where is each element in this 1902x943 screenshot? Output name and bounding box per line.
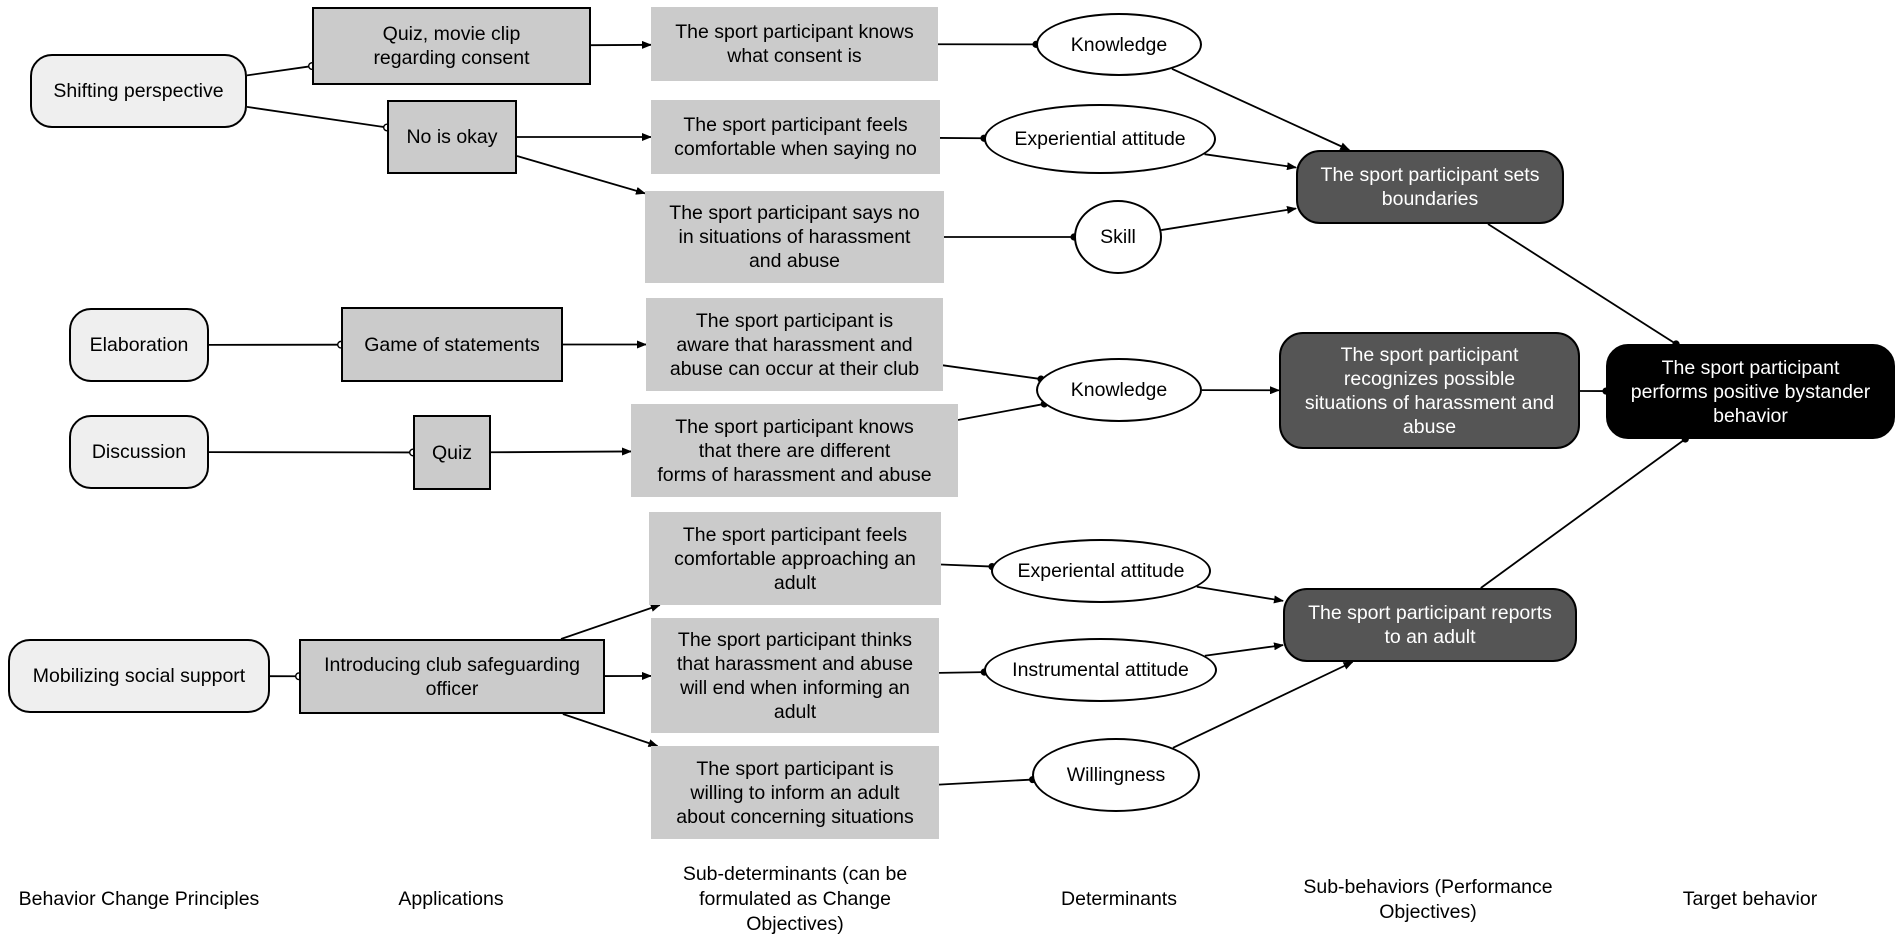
determinant-label: Knowledge: [1070, 379, 1168, 401]
application-no-is-okay: No is okay: [387, 100, 517, 174]
principle-mobilizing-social-support: Mobilizing social support: [8, 639, 270, 713]
sub-determinant-aware-at-club: The sport participant is aware that hara…: [646, 298, 943, 391]
sub-determinant-label: The sport participant thinks that harass…: [676, 628, 914, 723]
column-header-principles: Behavior Change Principles: [18, 888, 260, 910]
sub-determinant-label: The sport participant feels comfortable …: [674, 523, 916, 594]
determinant-label: Instrumental attitude: [1012, 659, 1189, 681]
connector-arrow-25: [1196, 585, 1284, 604]
column-header-sub-determinants: Sub-determinants (can be formulated as C…: [682, 863, 908, 935]
application-label: Introducing club safeguarding officer: [324, 653, 580, 700]
connector-arrow-21: [1171, 67, 1351, 151]
determinant-willingness: Willingness: [1032, 738, 1200, 812]
principle-label: Discussion: [91, 441, 187, 463]
connector-circle-1: [246, 106, 391, 132]
sub-behavior-recognizes-situations: The sport participant recognizes possibl…: [1279, 332, 1580, 449]
column-header-target: Target behavior: [1682, 888, 1818, 910]
connector-dot-18: [940, 562, 996, 571]
sub-determinant-willing-to-inform: The sport participant is willing to info…: [651, 746, 939, 839]
determinant-experiential-attitude: Experiential attitude: [984, 104, 1216, 174]
target-behavior-label: The sport participant performs positive …: [1630, 356, 1871, 427]
principle-label: Shifting perspective: [53, 80, 224, 102]
connector-circle-0: [246, 62, 316, 77]
principle-label: Mobilizing social support: [32, 665, 246, 687]
connector-arrow-12: [562, 713, 659, 747]
connector-dot-28: [1487, 223, 1680, 348]
sub-behavior-sets-boundaries: The sport participant sets boundaries: [1296, 150, 1564, 224]
application-quiz-movie-clip: Quiz, movie clip regarding consent: [312, 7, 591, 85]
application-game-of-statements: Game of statements: [341, 307, 563, 382]
sub-determinant-label: The sport participant knows that there a…: [657, 415, 932, 486]
determinant-label: Knowledge: [1070, 33, 1168, 56]
sub-determinant-comfortable-saying-no: The sport participant feels comfortable …: [651, 100, 940, 174]
sub-determinant-label: The sport participant knows what consent…: [675, 21, 914, 67]
connector-arrow-22: [1204, 153, 1297, 171]
determinant-knowledge: Knowledge: [1036, 358, 1202, 422]
sub-behavior-label: The sport participant recognizes possibl…: [1304, 343, 1555, 438]
determinant-label: Skill: [1100, 226, 1136, 248]
connector-dot-16: [942, 364, 1045, 383]
sub-behavior-label: The sport participant sets boundaries: [1320, 164, 1540, 210]
connector-dot-19: [938, 668, 988, 676]
sub-determinant-label: The sport participant says no in situati…: [669, 202, 920, 272]
connector-dot-20: [938, 775, 1037, 786]
connector-arrow-4: [516, 155, 646, 195]
connector-arrow-27: [1172, 661, 1354, 749]
connector-arrow-10: [560, 604, 661, 640]
sub-determinant-label: The sport participant feels comfortable …: [674, 114, 917, 160]
sub-determinant-end-when-informing: The sport participant thinks that harass…: [651, 618, 939, 733]
connector-arrow-23: [1161, 205, 1297, 231]
connector-dot-17: [957, 400, 1048, 421]
determinant-label: Experiential attitude: [1014, 128, 1186, 150]
application-label: No is okay: [406, 126, 498, 148]
principle-discussion: Discussion: [69, 415, 209, 489]
column-header-applications: Applications: [398, 888, 504, 910]
application-label: Quiz, movie clip regarding consent: [373, 23, 530, 69]
application-quiz: Quiz: [413, 415, 491, 490]
column-header-determinants: Determinants: [1061, 888, 1177, 910]
target-behavior-positive-bystander: The sport participant performs positive …: [1606, 344, 1895, 439]
determinant-label: Willingness: [1066, 764, 1166, 786]
sub-behavior-reports-to-adult: The sport participant reports to an adul…: [1283, 588, 1577, 662]
connector-dot-30: [1480, 435, 1689, 589]
application-label: Game of statements: [364, 333, 540, 356]
determinant-skill: Skill: [1074, 200, 1162, 274]
column-header-sub-behaviors: Sub-behaviors (Performance Objectives): [1303, 876, 1553, 923]
principle-label: Elaboration: [89, 334, 189, 356]
principle-shifting-perspective: Shifting perspective: [30, 54, 247, 128]
sub-behavior-label: The sport participant reports to an adul…: [1308, 602, 1552, 648]
application-club-safeguarding-officer: Introducing club safeguarding officer: [299, 639, 605, 714]
application-label: Quiz: [431, 441, 473, 464]
determinant-experiental-attitude: Experiental attitude: [991, 539, 1211, 603]
principle-elaboration: Elaboration: [69, 308, 209, 382]
connector-arrow-26: [1204, 642, 1284, 657]
determinant-instrumental-attitude: Instrumental attitude: [984, 638, 1217, 702]
sub-determinant-label: The sport participant is willing to info…: [676, 757, 914, 828]
determinant-knowledge: Knowledge: [1036, 13, 1202, 76]
sub-determinant-different-forms: The sport participant knows that there a…: [631, 404, 958, 497]
sub-determinant-approaching-adult: The sport participant feels comfortable …: [649, 512, 941, 605]
sub-determinant-says-no: The sport participant says no in situati…: [645, 191, 944, 283]
connector-arrow-8: [490, 447, 632, 456]
determinant-label: Experiental attitude: [1017, 560, 1185, 582]
sub-determinant-knows-consent: The sport participant knows what consent…: [651, 7, 938, 81]
sub-determinant-label: The sport participant is aware that hara…: [669, 309, 920, 380]
